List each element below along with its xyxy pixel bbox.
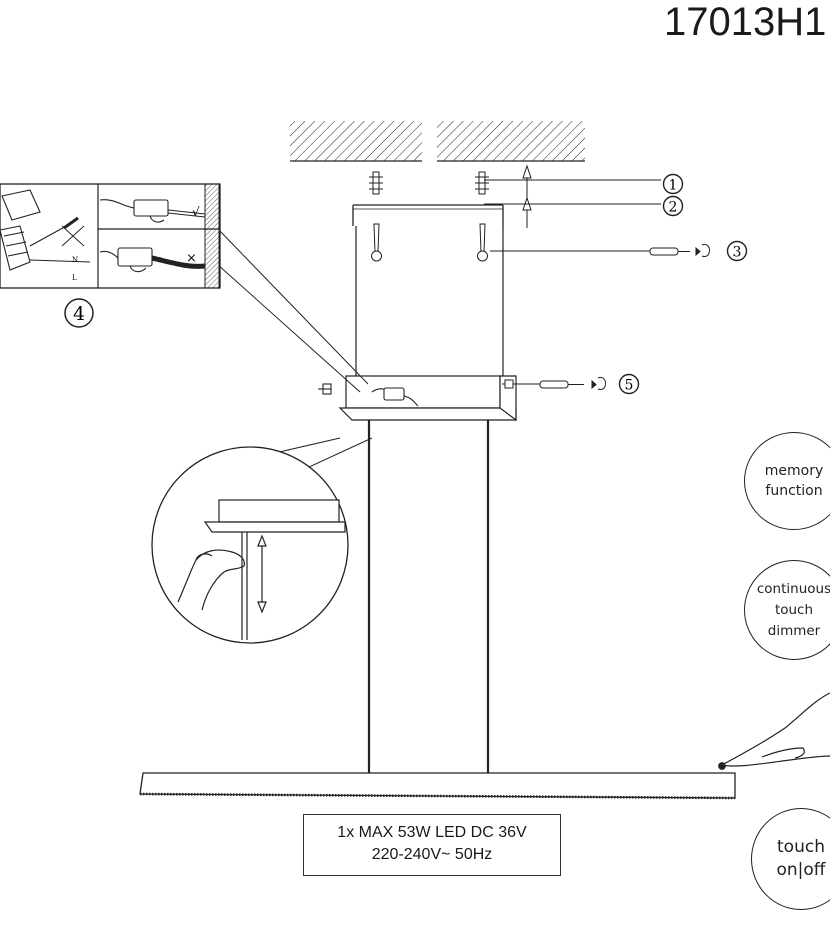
live-label: L	[72, 274, 77, 282]
terminal-block-icon	[0, 189, 91, 271]
ceiling-canopy	[338, 226, 517, 422]
spec-line-2: 220-240V~ 50Hz	[371, 846, 493, 863]
suspension-cable	[367, 420, 490, 773]
spec-label: 1x MAX 53W LED DC 36V 220-240V~ 50Hz	[303, 814, 561, 876]
ceiling	[290, 121, 585, 162]
memory-line-1: memory	[764, 463, 824, 479]
step-5-callout: 5	[618, 373, 640, 395]
mounting-bracket	[352, 204, 504, 226]
touch-line-2: on|off	[776, 860, 826, 880]
screwdriver-icon	[490, 243, 710, 258]
model-number: 17013H1	[664, 0, 827, 44]
step-2-number: 2	[669, 200, 678, 216]
step-5-number: 5	[625, 378, 634, 394]
connector-correct-icon	[99, 199, 206, 223]
step-3-number: 3	[733, 245, 742, 261]
screw	[477, 223, 488, 262]
correct-mark: √	[192, 205, 200, 219]
incorrect-mark: ×	[186, 251, 197, 266]
touch-hand	[721, 692, 830, 767]
dimmer-line-3: dimmer	[767, 622, 821, 639]
dimmer-line-1: continuous	[756, 580, 830, 597]
touch-line-1: touch	[777, 837, 825, 857]
step-3-callout: 3	[726, 240, 748, 262]
mount-arrows	[522, 164, 532, 228]
touch-dimmer-badge: continuous touch dimmer	[744, 560, 830, 660]
memory-function-badge: memory function	[744, 432, 830, 530]
wall-anchor	[369, 171, 383, 195]
driver-connector	[318, 383, 419, 407]
connector-incorrect-icon	[99, 247, 206, 273]
led-light-bar	[139, 762, 736, 800]
wiring-detail-panel: N L √ ×	[0, 183, 221, 289]
spec-line-1: 1x MAX 53W LED DC 36V	[337, 824, 527, 841]
step-4-callout: 4	[64, 298, 94, 328]
memory-line-2: function	[765, 483, 823, 499]
cable-adjust-detail	[151, 437, 373, 644]
detail-leader-lines	[216, 227, 369, 393]
callout-lines	[484, 179, 661, 205]
screw	[371, 223, 382, 262]
step-4-number: 4	[73, 303, 85, 325]
screwdriver-icon	[502, 376, 606, 391]
step-1-callout: 1	[662, 173, 684, 195]
dimmer-line-2: touch	[774, 601, 814, 618]
wall-anchor	[475, 171, 489, 195]
step-1-number: 1	[669, 178, 678, 194]
step-2-callout: 2	[662, 195, 684, 217]
neutral-label: N	[72, 256, 78, 264]
